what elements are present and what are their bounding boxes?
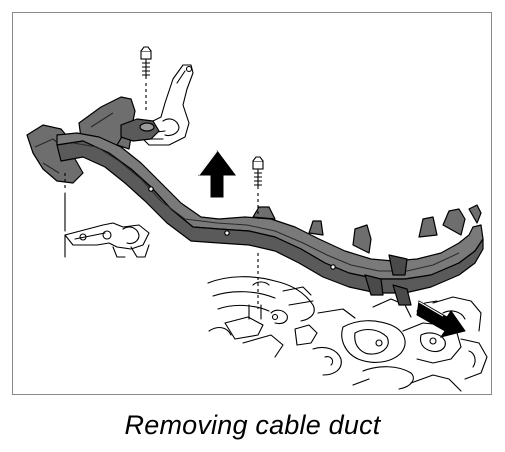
cable-duct [26,96,484,306]
engine-linework [207,276,488,392]
arrow-pointer-icon [416,300,466,338]
cable-duct-illustration [26,46,488,392]
figure-caption: Removing cable duct [124,410,381,440]
lower-left-bracket [64,192,150,258]
illustration-frame [12,12,492,395]
arrow-up-icon [198,150,236,198]
bolt-icon-top [140,46,152,113]
bolt-icon-middle [252,156,264,309]
